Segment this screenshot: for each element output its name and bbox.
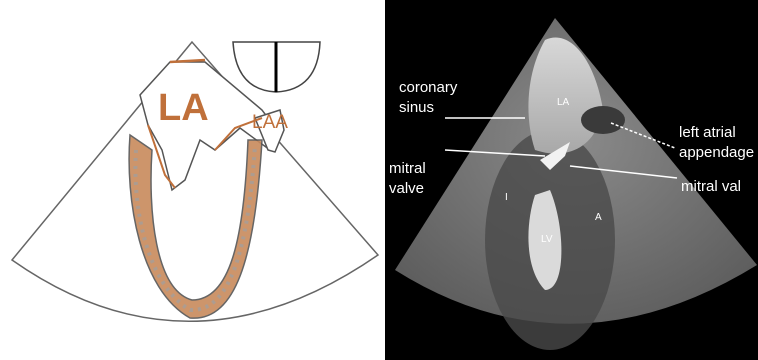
i-marker-label: I bbox=[505, 192, 508, 203]
a-marker-label: A bbox=[595, 212, 602, 223]
schematic-diagram-panel: LA LAA bbox=[0, 0, 385, 360]
left-atrial-appendage-label-1: left atrial bbox=[679, 124, 736, 141]
laa-region bbox=[581, 106, 625, 134]
mitral-valve-right-label: mitral val bbox=[681, 178, 741, 195]
schematic-svg: LA LAA bbox=[0, 0, 385, 360]
mitral-valve-label-2: valve bbox=[389, 180, 424, 197]
la-chamber-label: LA bbox=[557, 97, 570, 108]
lv-chamber-label: LV bbox=[541, 234, 553, 245]
la-label: LA bbox=[158, 87, 209, 129]
left-atrial-appendage-label-2: appendage bbox=[679, 144, 754, 161]
orientation-icon bbox=[233, 42, 320, 92]
laa-label: LAA bbox=[252, 112, 288, 133]
coronary-sinus-label-1: coronary bbox=[399, 79, 458, 96]
echo-image-panel: coronary sinus mitral valve left atrial … bbox=[385, 0, 758, 360]
la-region bbox=[528, 37, 603, 153]
echo-svg: coronary sinus mitral valve left atrial … bbox=[385, 0, 758, 360]
mitral-valve-label-1: mitral bbox=[389, 160, 426, 177]
coronary-sinus-label-2: sinus bbox=[399, 99, 434, 116]
